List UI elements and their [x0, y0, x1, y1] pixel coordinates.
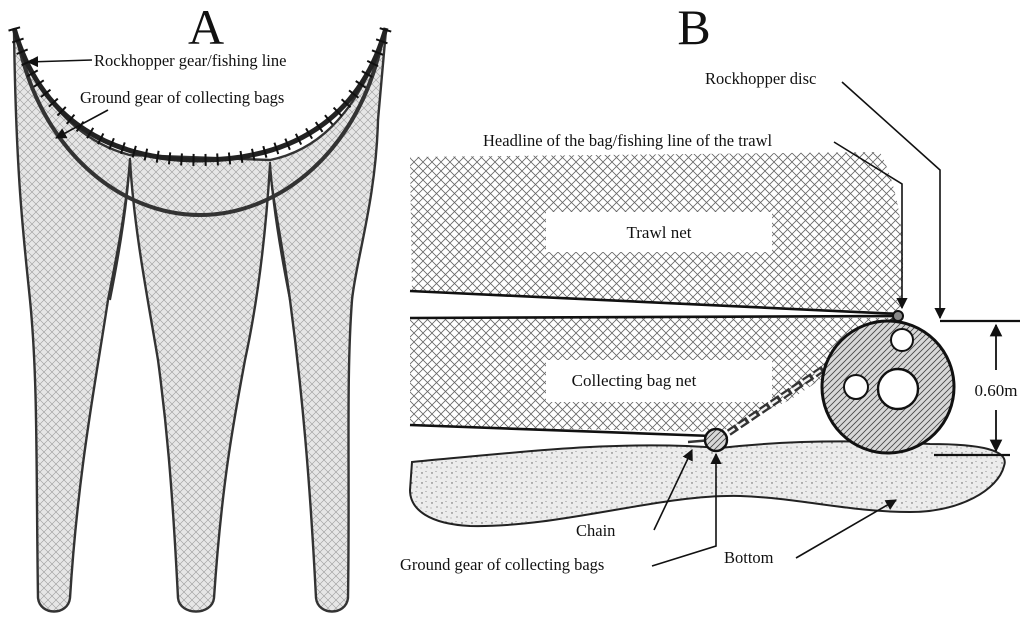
label-collecting-bag-net: Collecting bag net — [572, 371, 697, 390]
label-chain: Chain — [576, 521, 615, 540]
ground-gear-ball — [703, 427, 729, 453]
arrow-ground-gear-a — [55, 109, 109, 139]
label-rockhopper-disc: Rockhopper disc — [705, 69, 816, 88]
chain-inner — [717, 317, 899, 441]
panel-b: B Trawl net Collecting bag net 0.60m — [400, 0, 1020, 574]
bottom-seabed — [408, 440, 1006, 528]
disc-hole-top — [890, 328, 914, 352]
rockhopper-gear-line — [11, 27, 389, 163]
bag-seam-left — [109, 157, 131, 301]
label-ground-gear-a: Ground gear of collecting bags — [80, 88, 284, 107]
headline-attachment — [892, 310, 904, 322]
leader-rockhopper-disc — [841, 81, 946, 320]
label-ground-gear-b: Ground gear of collecting bags — [400, 555, 604, 574]
arrow-rockhopper-a — [26, 56, 93, 68]
leader-ground-gear-b — [651, 452, 722, 567]
leader-bottom — [795, 499, 897, 559]
label-dimension: 0.60m — [975, 381, 1018, 400]
panel-b-letter: B — [677, 0, 710, 55]
leader-headline — [833, 141, 908, 310]
disc-hole-center — [876, 367, 920, 411]
label-rockhopper-gear: Rockhopper gear/fishing line — [94, 51, 286, 70]
label-trawl-net: Trawl net — [626, 223, 691, 242]
collecting-bags-net — [12, 29, 388, 613]
collecting-bag-net-lower-edge — [409, 423, 713, 438]
panel-a: A Rockhopper gear/fishing line Ground ge… — [8, 0, 392, 613]
label-headline: Headline of the bag/fishing line of the … — [483, 131, 773, 150]
bag-seam-right — [269, 161, 291, 301]
disc-hole-left — [843, 374, 869, 400]
label-bottom: Bottom — [724, 548, 774, 567]
collecting-bag-net-upper-edge — [409, 314, 901, 320]
collecting-bag-net-label-box — [546, 360, 772, 402]
trawl-net-lower-edge — [409, 289, 901, 316]
ground-gear-curve — [16, 39, 384, 218]
trawl-net-label-box — [546, 212, 772, 252]
panel-a-letter: A — [188, 0, 224, 55]
leader-chain — [653, 448, 693, 531]
